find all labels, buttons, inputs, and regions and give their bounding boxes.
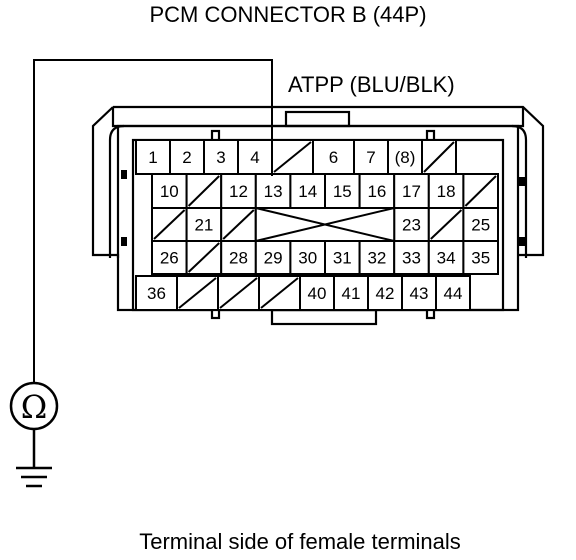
terminal-number: 29 — [264, 249, 283, 268]
terminal-cell: (8) — [387, 139, 423, 175]
terminal-cell: 15 — [324, 173, 361, 209]
terminal-number: 2 — [182, 148, 191, 167]
terminal-cell: 3 — [203, 139, 239, 175]
terminal-number: 25 — [471, 216, 490, 235]
terminal-cell: 2 — [169, 139, 205, 175]
terminal-number: 10 — [160, 182, 179, 201]
meter-lead-wire — [33, 59, 273, 383]
terminal-cell: 10 — [151, 173, 188, 209]
terminal-number: 31 — [333, 249, 352, 268]
terminal-cell: 18 — [427, 173, 465, 209]
terminal-number: 16 — [367, 182, 386, 201]
terminal-cell: 1 — [135, 139, 171, 175]
terminal-cell: 17 — [393, 173, 430, 209]
terminal-number: 4 — [250, 148, 259, 167]
terminal-cell: 34 — [427, 240, 465, 275]
terminal-cell: 42 — [367, 275, 403, 311]
terminal-number: 26 — [160, 249, 179, 268]
terminal-cell: 31 — [324, 240, 361, 275]
terminal-cell: 4 — [237, 139, 273, 175]
unused-terminal — [185, 240, 223, 275]
terminal-cell: 43 — [401, 275, 437, 311]
unused-terminal — [462, 173, 499, 209]
terminal-number: 6 — [329, 148, 338, 167]
terminal-cell: 16 — [358, 173, 396, 209]
terminal-number: 7 — [366, 148, 375, 167]
latch-nubs — [121, 170, 525, 246]
unused-terminal — [271, 139, 314, 175]
connector-title: PCM CONNECTOR B (44P) — [149, 2, 427, 27]
ohm-symbol: Ω — [21, 388, 48, 426]
terminal-number: 30 — [298, 249, 317, 268]
terminal-number: 35 — [471, 249, 490, 268]
terminal-cell: 40 — [299, 275, 335, 311]
terminal-cell: 21 — [185, 207, 223, 242]
terminal-number: 23 — [402, 216, 421, 235]
terminal-number: 1 — [148, 148, 157, 167]
terminal-cell: 29 — [254, 240, 292, 275]
unused-terminal — [220, 207, 257, 242]
unused-terminal — [185, 173, 223, 209]
probe-wire-label: ATPP (BLU/BLK) — [288, 72, 455, 97]
unused-terminal — [176, 275, 219, 311]
blocked-terminals — [254, 207, 396, 242]
terminal-number: 41 — [342, 284, 361, 303]
terminal-number: 33 — [402, 249, 421, 268]
view-caption: Terminal side of female terminals — [139, 529, 461, 554]
terminal-cell: 41 — [333, 275, 369, 311]
terminal-number: 34 — [437, 249, 456, 268]
terminal-cell: 7 — [353, 139, 389, 175]
terminal-number: 12 — [229, 182, 248, 201]
terminal-number: (8) — [395, 148, 416, 167]
unused-terminal — [421, 139, 457, 175]
terminal-number: 3 — [216, 148, 225, 167]
terminal-cell: 35 — [462, 240, 499, 275]
terminal-number: 43 — [410, 284, 429, 303]
unused-terminal — [427, 207, 465, 242]
terminal-cell: 32 — [358, 240, 396, 275]
terminal-cell: 33 — [393, 240, 430, 275]
terminal-cell: 14 — [289, 173, 326, 209]
ohmmeter-icon: Ω — [9, 381, 59, 431]
terminal-cell: 25 — [462, 207, 499, 242]
terminal-number: 15 — [333, 182, 352, 201]
terminal-number: 40 — [308, 284, 327, 303]
terminal-number: 18 — [437, 182, 456, 201]
terminal-cell: 26 — [151, 240, 188, 275]
terminal-number: 32 — [367, 249, 386, 268]
unused-terminal — [217, 275, 260, 311]
terminal-number: 28 — [229, 249, 248, 268]
unused-terminal — [258, 275, 301, 311]
unused-terminal — [151, 207, 188, 242]
terminal-number: 44 — [444, 284, 463, 303]
terminal-cell: 28 — [220, 240, 257, 275]
terminal-number: 36 — [147, 284, 166, 303]
terminal-number: 21 — [194, 216, 213, 235]
terminal-number: 42 — [376, 284, 395, 303]
terminal-number: 14 — [298, 182, 317, 201]
terminal-cell: 36 — [135, 275, 178, 311]
terminal-number: 13 — [264, 182, 283, 201]
terminal-cell: 12 — [220, 173, 257, 209]
ground-icon — [16, 429, 52, 488]
terminal-cell: 13 — [254, 173, 292, 209]
terminal-cell: 6 — [312, 139, 355, 175]
terminal-number: 17 — [402, 182, 421, 201]
terminal-cell: 44 — [435, 275, 471, 311]
terminal-cell: 30 — [289, 240, 326, 275]
terminal-cell: 23 — [393, 207, 430, 242]
